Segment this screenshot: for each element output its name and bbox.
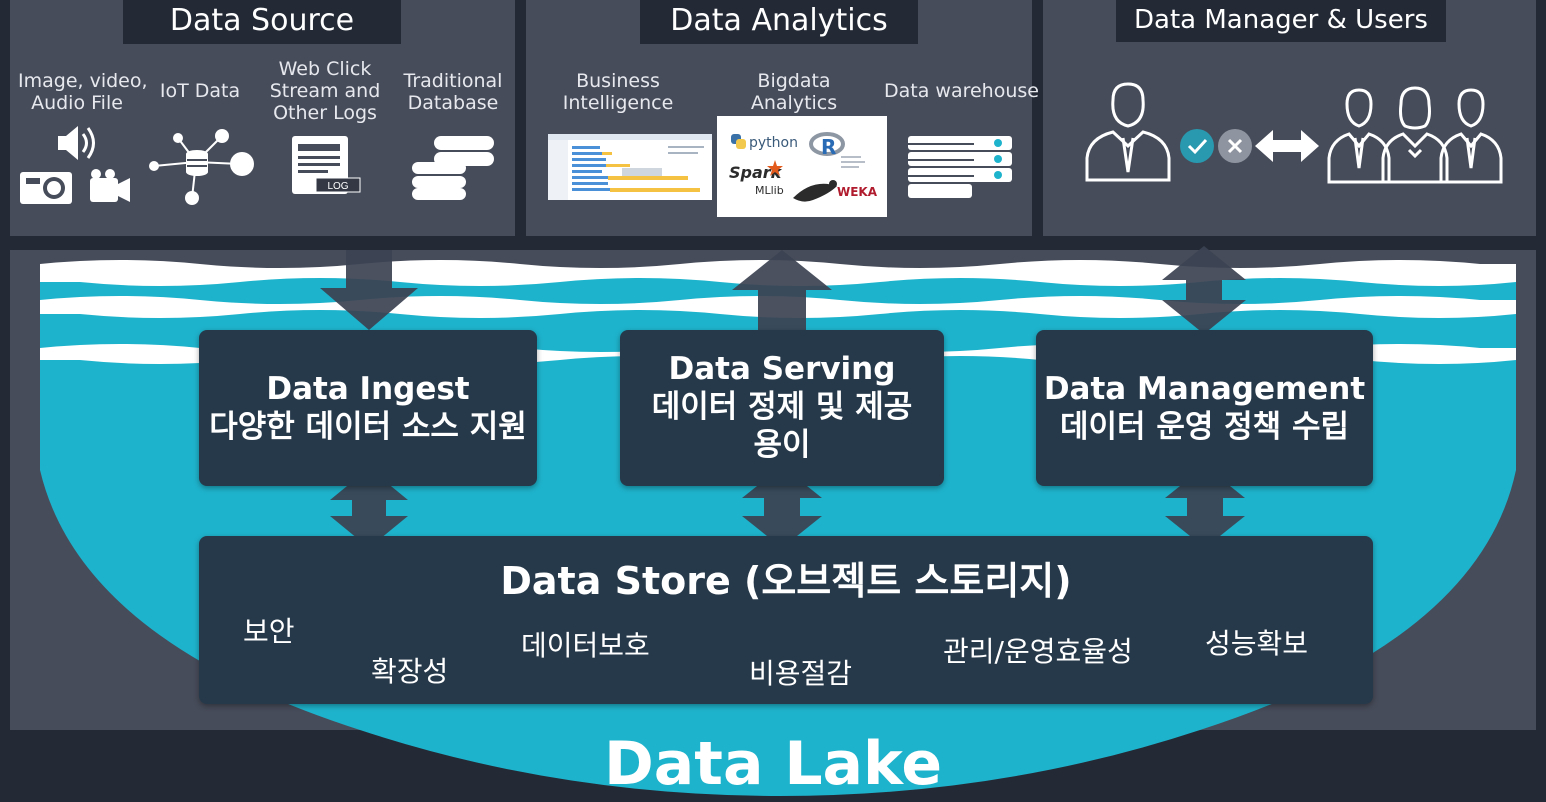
data-management-box: Data Management 데이터 운영 정책 수립 bbox=[1036, 330, 1373, 486]
management-store-arrow bbox=[1165, 466, 1245, 548]
server-rack-icon bbox=[908, 136, 1012, 198]
store-feature-cost: 비용절감 bbox=[749, 657, 853, 690]
analytics-logos: python R Spark MLlib WEKA bbox=[717, 116, 887, 217]
manager-icon bbox=[1085, 82, 1171, 182]
log-document-icon: LOG bbox=[292, 136, 361, 194]
python-logo: python bbox=[731, 134, 798, 151]
data-management-title: Data Management bbox=[1043, 371, 1366, 407]
data-store-box: Data Store (오브젝트 스토리지) 보안 확장성 데이터보호 비용절감… bbox=[199, 536, 1373, 704]
data-manager-panel: Data Manager & Users bbox=[1043, 0, 1536, 236]
cross-icon bbox=[1218, 129, 1252, 163]
data-ingest-box: Data Ingest 다양한 데이터 소스 지원 bbox=[199, 330, 537, 486]
store-feature-protection: 데이터보호 bbox=[521, 629, 650, 662]
analytics-label-warehouse: Data warehouse bbox=[884, 80, 1039, 102]
data-analytics-title: Data Analytics bbox=[640, 0, 918, 44]
source-label-iot: IoT Data bbox=[150, 80, 250, 102]
source-label-media-text: Image, video,Audio File bbox=[18, 70, 148, 114]
double-arrow-icon bbox=[1255, 130, 1319, 162]
serving-store-arrow bbox=[742, 466, 822, 548]
source-label-media: Image, video,Audio File bbox=[18, 70, 148, 114]
data-serving-title: Data Serving bbox=[668, 351, 896, 387]
r-logo: R bbox=[809, 132, 865, 168]
source-label-iot-text: IoT Data bbox=[159, 80, 241, 102]
python-logo-text: python bbox=[749, 135, 798, 151]
flow-arrows bbox=[320, 246, 1246, 548]
store-feature-scalability: 확장성 bbox=[371, 655, 449, 688]
data-manager-title: Data Manager & Users bbox=[1116, 0, 1446, 42]
data-source-panel: Data Source Image, video,Audio File IoT … bbox=[10, 0, 515, 236]
media-icon bbox=[20, 126, 130, 204]
mllib-logo-text: MLlib bbox=[755, 184, 784, 197]
store-feature-efficiency: 관리/운영효율성 bbox=[943, 635, 1133, 668]
dashboard-screenshot bbox=[548, 134, 712, 200]
store-feature-performance: 성능확보 bbox=[1205, 627, 1309, 660]
management-double-arrow bbox=[1162, 246, 1246, 334]
analytics-label-warehouse-text: Data warehouse bbox=[884, 80, 1039, 102]
serving-up-arrow bbox=[732, 250, 832, 332]
database-icon bbox=[412, 136, 494, 200]
ingest-store-arrow bbox=[330, 468, 408, 548]
data-ingest-subtitle: 다양한 데이터 소스 지원 bbox=[209, 409, 527, 445]
data-ingest-text: Data Ingest 다양한 데이터 소스 지원 bbox=[199, 370, 537, 446]
r-logo-text: R bbox=[821, 135, 836, 159]
data-lake-title: Data Lake bbox=[603, 729, 943, 799]
data-source-title: Data Source bbox=[123, 0, 401, 44]
store-feature-security: 보안 bbox=[243, 615, 295, 648]
weka-logo-text: WEKA bbox=[837, 185, 878, 199]
data-ingest-title: Data Ingest bbox=[266, 371, 470, 407]
check-icon bbox=[1180, 129, 1214, 163]
users-group-icon bbox=[1327, 86, 1503, 184]
spark-logo: Spark bbox=[729, 160, 783, 182]
log-badge: LOG bbox=[327, 181, 348, 192]
data-management-text: Data Management 데이터 운영 정책 수립 bbox=[1036, 370, 1373, 446]
weka-logo: WEKA bbox=[793, 180, 878, 202]
data-management-subtitle: 데이터 운영 정책 수립 bbox=[1059, 409, 1350, 445]
ingest-down-arrow bbox=[320, 250, 418, 330]
analytics-logos-art: python R Spark MLlib WEKA bbox=[729, 132, 878, 202]
iot-network-icon bbox=[149, 129, 254, 205]
data-store-title: Data Store (오브젝트 스토리지) bbox=[500, 559, 1072, 603]
